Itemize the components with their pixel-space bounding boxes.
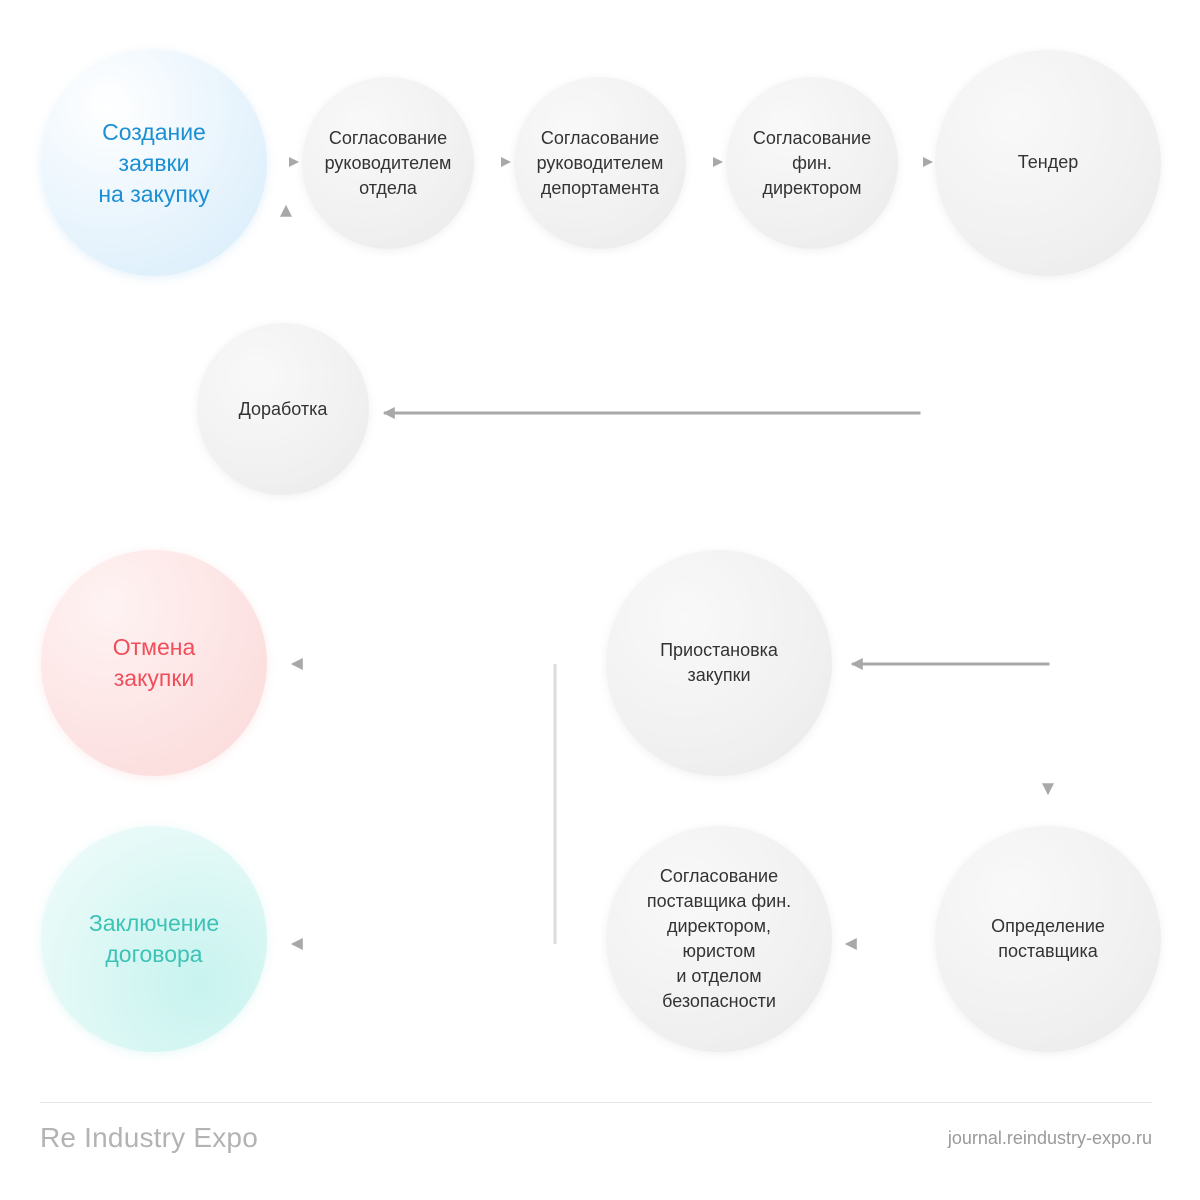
node-supplier-approval: Согласование поставщика фин. директором,… xyxy=(606,826,832,1052)
node-supplier-selection-label: Определение поставщика xyxy=(991,916,1105,961)
node-supplier-approval-label: Согласование поставщика фин. директором,… xyxy=(646,866,792,1011)
node-cancel-purchase: Отмена закупки xyxy=(41,550,267,776)
node-approve-department: Согласование руководителем депортамента xyxy=(514,77,686,249)
node-suspend-purchase-label: Приостановка закупки xyxy=(660,640,778,685)
node-create-request: Создание заявки на закупку xyxy=(41,50,267,276)
node-approve-dept-head-label: Согласование руководителем отдела xyxy=(324,127,452,198)
node-cancel-purchase-label: Отмена закупки xyxy=(112,634,196,691)
node-tender-label: Тендер xyxy=(1017,152,1079,172)
node-supplier-selection: Определение поставщика xyxy=(935,826,1161,1052)
node-suspend-purchase: Приостановка закупки xyxy=(606,550,832,776)
node-create-request-label: Создание заявки на закупку xyxy=(98,118,210,207)
node-tender: Тендер xyxy=(935,50,1161,276)
node-sign-contract-label: Заключение договора xyxy=(88,910,220,967)
node-approve-dept-head: Согласование руководителем отдела xyxy=(302,77,474,249)
node-approve-fin-director: Согласование фин. директором xyxy=(726,77,898,249)
node-rework: Доработка xyxy=(197,323,369,495)
node-sign-contract: Заключение договора xyxy=(41,826,267,1052)
footer-divider xyxy=(40,1102,1152,1103)
brand-logo: Re Industry Expo xyxy=(40,1122,258,1153)
node-approve-fin-director-label: Согласование фин. директором xyxy=(752,127,872,198)
connector-to-rework xyxy=(382,218,921,419)
node-approve-department-label: Согласование руководителем депортамента xyxy=(536,127,664,198)
node-rework-label: Доработка xyxy=(238,398,328,419)
site-url: journal.reindustry-expo.ru xyxy=(947,1128,1152,1148)
